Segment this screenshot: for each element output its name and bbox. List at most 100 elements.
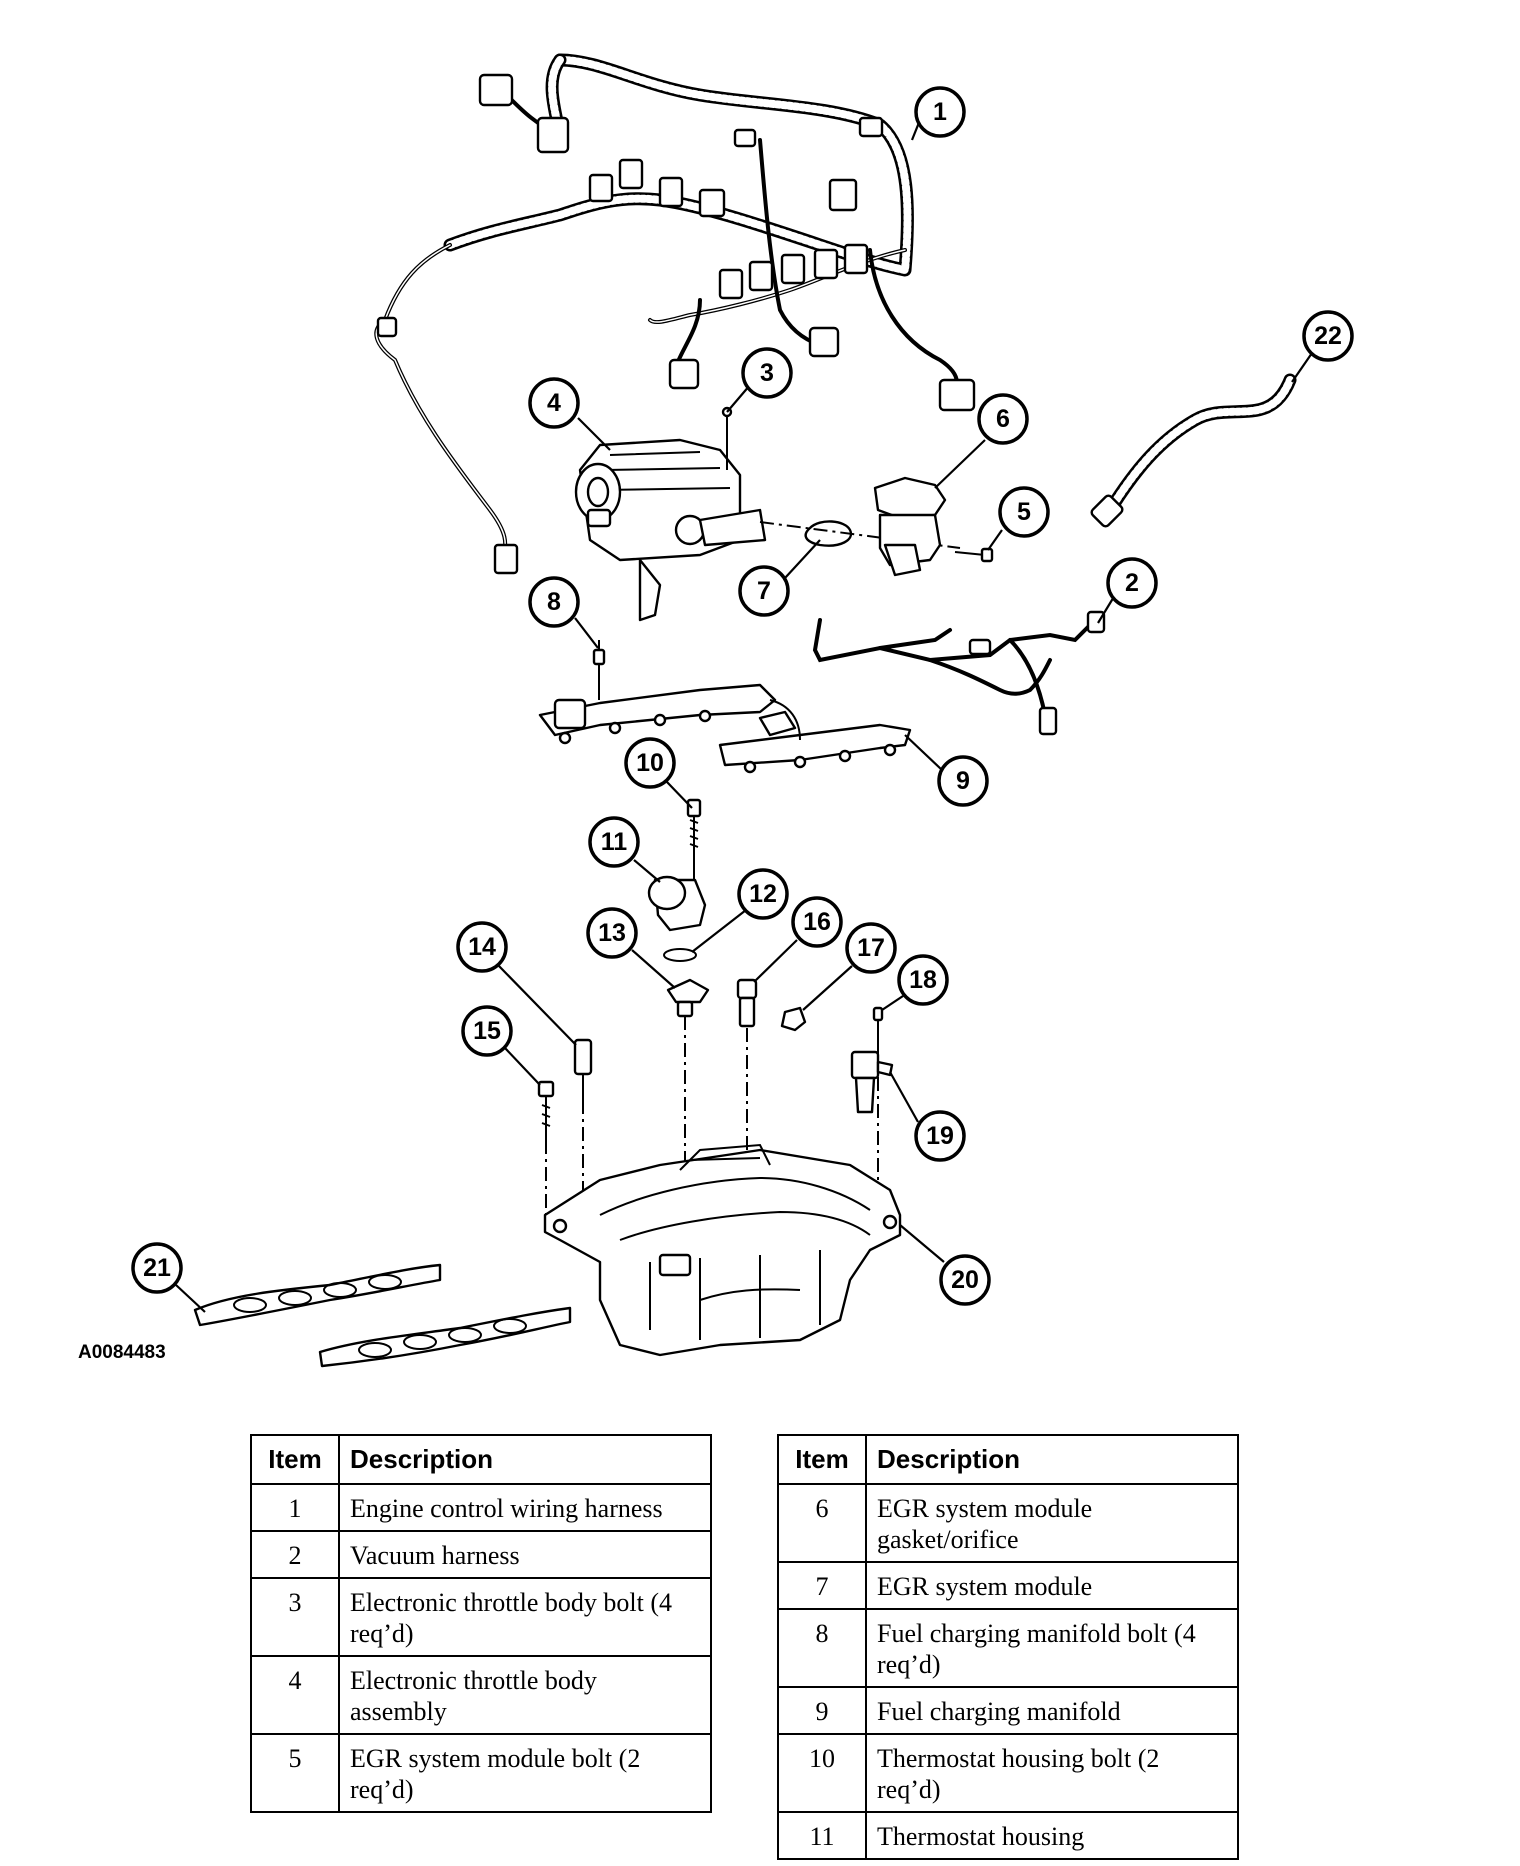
item-number: 7 (777, 1561, 867, 1610)
callout-2: 2 (1097, 557, 1158, 624)
callout-11-label: 11 (601, 828, 628, 856)
item-description: EGR system module (865, 1561, 1239, 1610)
callout-6-label: 6 (996, 405, 1010, 433)
egr-system-module (873, 476, 947, 577)
table-row: 2 Vacuum harness (250, 1530, 712, 1579)
item-description: Fuel charging manifold bolt (4 req’d) (865, 1608, 1239, 1688)
callout-4: 4 (528, 377, 611, 451)
item-description: Fuel charging manifold (865, 1686, 1239, 1735)
table-row: 9 Fuel charging manifold (777, 1686, 1239, 1735)
bolt-14 (573, 1038, 593, 1200)
callout-19-label: 19 (926, 1122, 954, 1150)
table-row: 11 Thermostat housing (777, 1811, 1239, 1860)
exploded-view-diagram: 1 2 3 4 5 6 7 8 9 10 (131, 53, 1354, 1368)
callout-1-label: 1 (933, 98, 947, 126)
callout-21: 21 (131, 1242, 206, 1313)
callout-21-label: 21 (143, 1254, 171, 1282)
callout-4-label: 4 (547, 389, 561, 417)
thermostat-housing-bolt (686, 798, 702, 920)
callout-7: 7 (738, 539, 821, 617)
item-description: Thermostat housing (865, 1811, 1239, 1860)
callout-22: 22 (1291, 310, 1354, 383)
header-item: Item (250, 1434, 340, 1485)
bolt-15 (537, 1080, 555, 1215)
item-description: Electronic throttle body bolt (4 req’d) (338, 1577, 712, 1657)
item-description: Vacuum harness (338, 1530, 712, 1579)
callout-12: 12 (691, 868, 789, 953)
callout-16: 16 (753, 896, 843, 983)
vacuum-harness (812, 610, 1106, 736)
callout-20-label: 20 (951, 1266, 979, 1294)
callout-20: 20 (899, 1224, 991, 1306)
callout-18: 18 (881, 954, 949, 1011)
item-description: Engine control wiring harness (338, 1483, 712, 1532)
callout-3-label: 3 (760, 359, 774, 387)
callout-2-label: 2 (1125, 569, 1139, 597)
sensor-19 (850, 1050, 894, 1114)
callout-17-label: 17 (857, 934, 885, 962)
item-number: 3 (250, 1577, 340, 1657)
intake-gaskets (193, 1263, 572, 1368)
callout-7-label: 7 (757, 577, 771, 605)
engine-control-wiring-harness (374, 53, 976, 575)
table-row: 8 Fuel charging manifold bolt (4 req’d) (777, 1608, 1239, 1688)
callout-19: 19 (889, 1071, 966, 1162)
callout-10-label: 10 (636, 749, 664, 777)
item-table-left: Item Description 1 Engine control wiring… (250, 1434, 712, 1813)
sensor (736, 978, 758, 1240)
tube-assembly (1090, 373, 1297, 528)
item-number: 6 (777, 1483, 867, 1563)
callout-15: 15 (461, 1005, 541, 1086)
item-number: 10 (777, 1733, 867, 1813)
electronic-throttle-body-assembly (574, 438, 767, 622)
table-row: 4 Electronic throttle body assembly (250, 1655, 712, 1735)
table-row: 6 EGR system module gasket/orifice (777, 1483, 1239, 1563)
figure-id: A0084483 (78, 1342, 166, 1363)
egr-module-bolt (954, 547, 994, 563)
fuel-charging-manifold (538, 683, 912, 774)
callout-12-label: 12 (749, 880, 777, 908)
header-description: Description (338, 1434, 712, 1485)
item-table-right: Item Description 6 EGR system module gas… (777, 1434, 1239, 1860)
thermostat (666, 978, 710, 1240)
callout-9-label: 9 (956, 767, 970, 795)
item-number: 9 (777, 1686, 867, 1735)
thermostat-housing (647, 875, 707, 932)
callout-14: 14 (456, 921, 577, 1046)
callout-10: 10 (624, 737, 693, 809)
callout-22-label: 22 (1314, 322, 1342, 350)
callout-5: 5 (987, 486, 1050, 551)
item-number: 2 (250, 1530, 340, 1579)
callout-3: 3 (726, 347, 793, 413)
o-ring (663, 948, 697, 962)
table-row: 7 EGR system module (777, 1561, 1239, 1610)
callout-16-label: 16 (803, 908, 831, 936)
item-description: Electronic throttle body assembly (338, 1655, 712, 1735)
header-description: Description (865, 1434, 1239, 1485)
callout-8-label: 8 (547, 588, 561, 616)
item-description: EGR system module bolt (2 req’d) (338, 1733, 712, 1813)
table-row: 10 Thermostat housing bolt (2 req’d) (777, 1733, 1239, 1813)
callout-14-label: 14 (468, 933, 496, 961)
callout-15-label: 15 (473, 1017, 501, 1045)
item-number: 1 (250, 1483, 340, 1532)
fuel-charging-manifold-bolt (592, 640, 606, 700)
item-number: 11 (777, 1811, 867, 1860)
item-number: 4 (250, 1655, 340, 1735)
egr-gasket (804, 520, 853, 547)
callout-13-label: 13 (598, 919, 626, 947)
clip (780, 1006, 807, 1032)
bolt-18 (872, 1006, 884, 1210)
header-item: Item (777, 1434, 867, 1485)
table-row: 1 Engine control wiring harness (250, 1483, 712, 1532)
callout-1: 1 (910, 86, 966, 141)
intake-manifold (543, 1143, 902, 1357)
callout-17: 17 (802, 922, 897, 1011)
callout-5-label: 5 (1017, 498, 1031, 526)
table-row: 3 Electronic throttle body bolt (4 req’d… (250, 1577, 712, 1657)
item-number: 5 (250, 1733, 340, 1813)
callout-6: 6 (934, 393, 1029, 489)
callout-18-label: 18 (909, 966, 937, 994)
item-description: Thermostat housing bolt (2 req’d) (865, 1733, 1239, 1813)
item-number: 8 (777, 1608, 867, 1688)
